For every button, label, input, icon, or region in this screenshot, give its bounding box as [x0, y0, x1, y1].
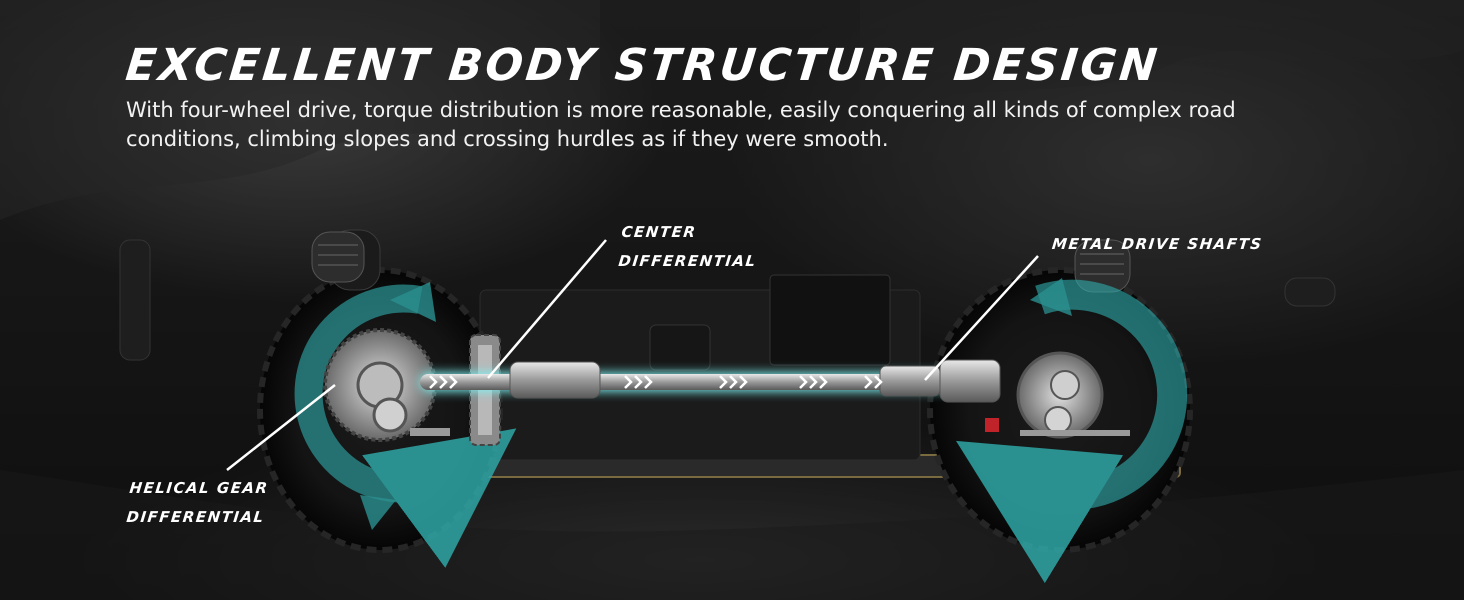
chevron-right-icon — [719, 375, 748, 389]
helical-gear-label-line2: DIFFERENTIAL — [125, 508, 266, 526]
metal-drive-shafts-leader — [924, 255, 1039, 381]
metal-drive-shafts-label-line1: METAL DRIVE SHAFTS — [1051, 235, 1264, 253]
front-rotation-arrow-icon — [294, 282, 517, 568]
drive-shaft — [420, 359, 1001, 403]
center-differential-label: CENTER DIFFERENTIAL — [617, 218, 761, 276]
page-title: EXCELLENT BODY STRUCTURE DESIGN — [123, 40, 1163, 91]
helical-gear-leader — [226, 384, 336, 471]
helical-gear-label-line1: HELICAL GEAR — [128, 479, 270, 497]
feature-description: With four-wheel drive, torque distributi… — [126, 98, 1236, 151]
metal-drive-shafts-label: METAL DRIVE SHAFTS — [1050, 230, 1264, 259]
chevron-right-icon — [624, 375, 653, 389]
front-shock — [311, 231, 365, 283]
rear-axle-gear — [985, 351, 1130, 439]
chevron-right-icon — [429, 375, 458, 389]
helical-gear-differential-label: HELICAL GEAR DIFFERENTIAL — [125, 474, 270, 532]
center-differential-leader — [487, 239, 607, 379]
center-differential-label-line1: CENTER — [620, 223, 698, 241]
chevron-right-icon — [799, 375, 828, 389]
chevron-right-icon — [864, 375, 883, 389]
center-differential-label-line2: DIFFERENTIAL — [617, 252, 758, 270]
rear-rotation-arrow-icon — [955, 278, 1188, 584]
callout-leader-lines — [226, 239, 1039, 471]
shaft-chevrons — [429, 375, 883, 389]
